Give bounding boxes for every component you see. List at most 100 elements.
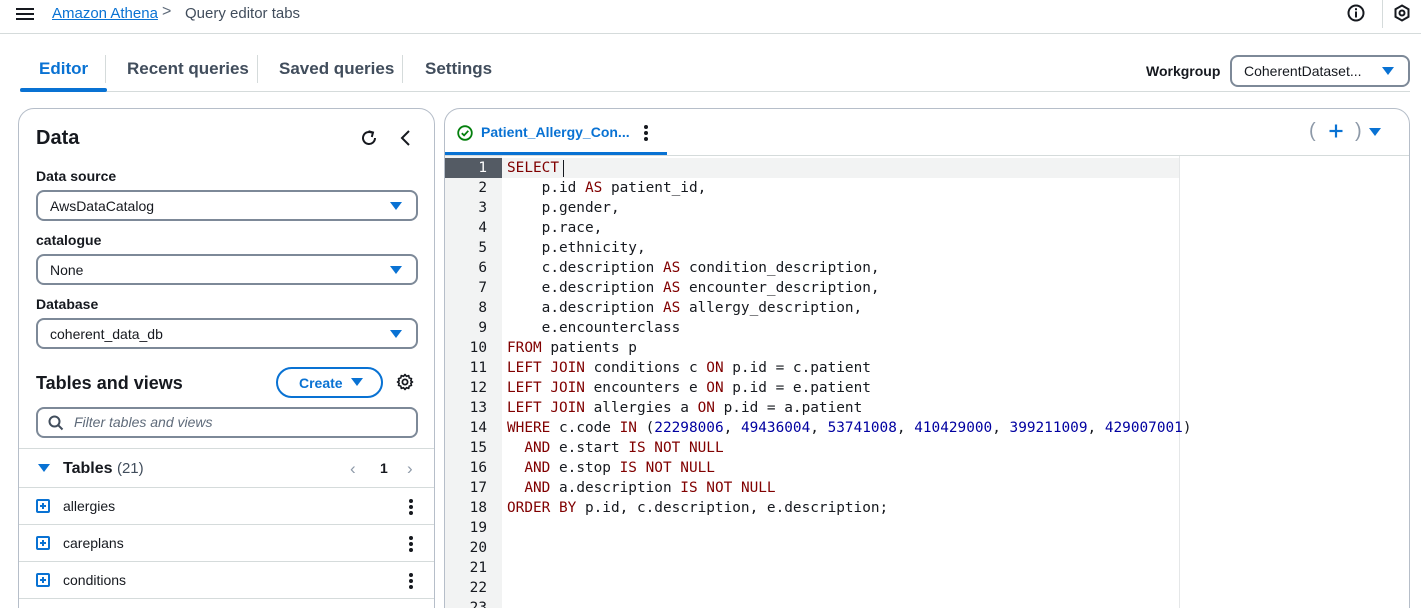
expand-plus-icon[interactable] — [36, 573, 50, 587]
code-token: IS NOT NULL — [619, 460, 715, 476]
code-token: 53741008 — [827, 420, 897, 436]
code-token: allergies a — [584, 400, 698, 416]
line-number: 15 — [469, 440, 487, 456]
code-token: c.description — [507, 260, 663, 276]
code-line: LEFT JOIN allergies a ON p.id = a.patien… — [507, 398, 1192, 418]
table-name: careplans — [63, 535, 124, 551]
code-token: , — [810, 420, 828, 436]
expand-plus-icon[interactable] — [36, 536, 50, 550]
code-token — [507, 460, 524, 476]
filter-tables-field[interactable] — [36, 407, 418, 438]
menu-icon[interactable] — [16, 6, 34, 22]
chevron-down-icon — [351, 378, 363, 386]
workgroup-value: CoherentDataset... — [1244, 63, 1362, 79]
code-token: c.code — [550, 420, 620, 436]
code-token: FROM — [507, 340, 542, 356]
code-line: ORDER BY p.id, c.description, e.descript… — [507, 498, 1192, 518]
code-token: 429007001 — [1104, 420, 1183, 436]
table-row[interactable]: allergies — [19, 488, 434, 525]
more-actions-icon[interactable] — [409, 536, 413, 552]
line-number: 8 — [478, 300, 487, 316]
more-actions-icon[interactable] — [644, 125, 648, 141]
data-source-select[interactable]: AwsDataCatalog — [36, 190, 418, 221]
code-token: , — [992, 420, 1010, 436]
code-token: AND — [524, 440, 551, 456]
code-line — [507, 578, 1192, 598]
line-number: 2 — [478, 180, 487, 196]
chevron-down-icon — [390, 266, 402, 274]
more-actions-icon[interactable] — [409, 573, 413, 589]
hexagon-settings-icon[interactable] — [1393, 4, 1411, 22]
editor-tabs-divider — [445, 155, 1409, 156]
expand-plus-icon[interactable] — [36, 499, 50, 513]
tab-saved-queries[interactable]: Saved queries — [279, 59, 395, 78]
database-select[interactable]: coherent_data_db — [36, 318, 418, 349]
breadcrumb-amazon-athena[interactable]: Amazon Athena — [52, 5, 158, 22]
tab-editor[interactable]: Editor — [19, 50, 108, 92]
code-token: IS NOT NULL — [680, 480, 776, 496]
gear-icon[interactable] — [396, 373, 414, 391]
code-token: p.gender, — [507, 200, 620, 216]
refresh-icon[interactable] — [359, 128, 379, 148]
code-token: AND — [524, 460, 551, 476]
line-number: 22 — [469, 580, 487, 596]
more-actions-icon[interactable] — [409, 499, 413, 515]
line-number: 9 — [478, 320, 487, 336]
success-check-icon — [457, 125, 473, 141]
main-tabs: Editor Recent queries Saved queries Sett… — [19, 50, 1410, 92]
info-icon[interactable] — [1347, 4, 1365, 22]
catalogue-value: None — [50, 262, 84, 278]
catalogue-select[interactable]: None — [36, 254, 418, 285]
code-line: e.description AS encounter_description, — [507, 278, 1192, 298]
more-tabs-chevron-icon[interactable] — [1369, 128, 1381, 136]
code-token: condition_description, — [680, 260, 880, 276]
tab-settings[interactable]: Settings — [425, 59, 493, 78]
top-navigation-bar: Amazon Athena > Query editor tabs — [0, 0, 1421, 34]
code-token: 49436004 — [740, 420, 811, 436]
caret-down-icon[interactable] — [38, 464, 50, 472]
page-number[interactable]: 1 — [380, 460, 388, 476]
chevron-left-icon[interactable]: ‹ — [350, 459, 356, 478]
chevron-right-icon[interactable]: › — [407, 459, 413, 478]
workgroup-select[interactable]: CoherentDataset... — [1230, 55, 1410, 87]
code-line: LEFT JOIN encounters e ON p.id = e.patie… — [507, 378, 1192, 398]
tab-divider — [402, 55, 403, 83]
filter-tables-input[interactable] — [74, 414, 404, 430]
line-number: 12 — [469, 380, 487, 396]
code-line: WHERE c.code IN (22298006, 49436004, 537… — [507, 418, 1192, 438]
active-line-highlight — [502, 158, 1179, 178]
tab-recent-queries[interactable]: Recent queries — [127, 59, 249, 78]
add-tab-icon[interactable] — [1328, 123, 1344, 139]
code-token: patient_id, — [602, 180, 707, 196]
code-token: ON — [706, 380, 724, 396]
breadcrumb-current: Query editor tabs — [185, 5, 301, 22]
line-number: 14 — [469, 420, 487, 436]
code-token: p.ethnicity, — [507, 240, 646, 256]
tables-section-header[interactable]: Tables (21) ‹ 1 › — [19, 448, 434, 488]
table-row[interactable]: conditions — [19, 562, 434, 599]
code-token: conditions c — [584, 360, 707, 376]
query-tab-patient-allergy[interactable]: Patient_Allergy_Con... — [445, 109, 667, 155]
paren-right-decoration: ) — [1355, 120, 1362, 142]
code-token: a.description — [507, 300, 663, 316]
code-token: SELECT — [507, 160, 559, 176]
code-token: e.encounterclass — [507, 320, 681, 336]
line-number: 5 — [478, 240, 487, 256]
code-lines[interactable]: SELECT p.id AS patient_id, p.gender, p.r… — [507, 158, 1192, 608]
table-row[interactable]: careplans — [19, 525, 434, 562]
code-token: IN — [619, 420, 637, 436]
code-token: allergy_description, — [680, 300, 863, 316]
create-button-label: Create — [299, 375, 343, 391]
code-token: LEFT JOIN — [507, 400, 585, 416]
line-number: 6 — [478, 260, 487, 276]
table-name: allergies — [63, 498, 116, 514]
collapse-panel-icon[interactable] — [397, 128, 415, 148]
create-button[interactable]: Create — [276, 367, 383, 398]
tab-divider — [105, 55, 106, 83]
table-name: conditions — [63, 572, 127, 588]
line-number: 23 — [469, 600, 487, 608]
code-token: , — [1087, 420, 1105, 436]
code-token: p.id = c.patient — [723, 360, 871, 376]
